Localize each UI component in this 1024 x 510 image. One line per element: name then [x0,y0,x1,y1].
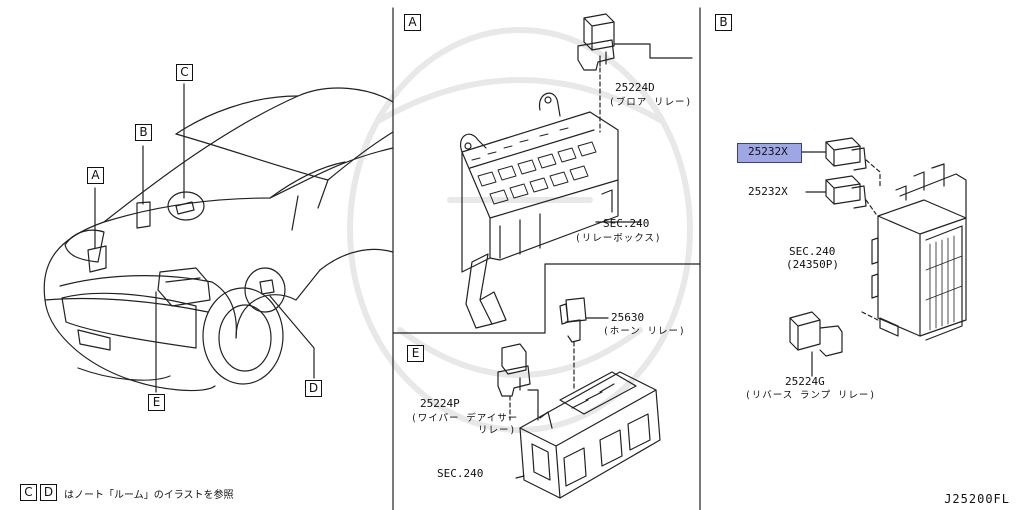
junction-block-illustration [789,137,967,377]
part-name-reverse-lamp-relay: (リバース ランプ リレー) [745,390,877,401]
callout-box-b-car[interactable]: B [135,124,152,141]
callout-box-c-car[interactable]: C [176,64,193,81]
part-name-wiper-deicer-relay-line1: (ワイパー デアイサー [411,413,519,424]
part-number-25630[interactable]: 25630 [611,311,645,324]
callout-box-e-car[interactable]: E [148,394,165,411]
sec-240-junction-block-number[interactable]: SEC.240 [789,245,836,258]
relay-box-illustration [460,13,693,329]
part-number-25232X-lower[interactable]: 25232X [748,185,788,198]
callout-box-a-car[interactable]: A [87,167,104,184]
part-number-25224G[interactable]: 25224G [785,375,825,388]
part-number-25232X-upper[interactable]: 25232X [748,145,788,158]
sec-240-relay-box-name: (リレーボックス) [575,233,662,244]
sec-240-relay-box-number[interactable]: SEC.240 [603,217,650,230]
part-number-25224P[interactable]: 25224P [420,397,460,410]
callout-box-d-car[interactable]: D [305,380,322,397]
diagram-reference-code: J25200FL [944,492,1010,506]
part-number-25224D[interactable]: 25224D [615,81,655,94]
sec-240-junction-block-part: (24350P) [786,258,839,271]
car-outline [43,83,394,393]
footnote-box-d: D [40,484,57,501]
fuse-block-illustration [497,297,661,499]
panel-b-header: B [715,14,732,31]
footnote-text: はノート「ルーム」のイラストを参照 [64,490,234,501]
part-name-blower-relay: (ブロア リレー) [609,97,693,108]
part-name-horn-relay: (ホーン リレー) [603,326,686,337]
part-highlight-25232X[interactable] [737,143,802,163]
sec-240-fuse-block-number[interactable]: SEC.240 [437,467,484,480]
panel-e-header: E [407,345,424,362]
panel-a-header: A [404,14,421,31]
part-name-wiper-deicer-relay-line2: リレー) [478,425,517,436]
footnote-box-c: C [20,484,37,501]
